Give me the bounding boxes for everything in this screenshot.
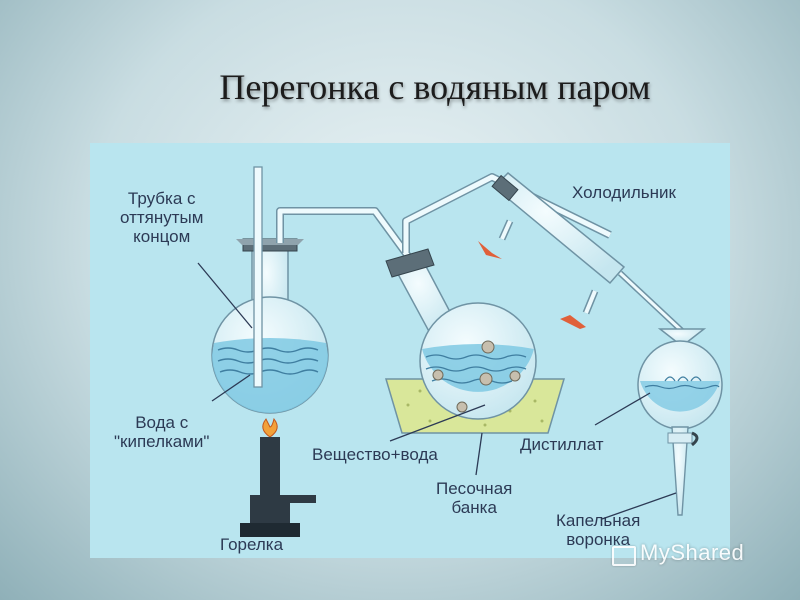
distillation-diagram: Трубка с оттянутым концом Холодильник Во… <box>90 143 730 558</box>
condenser-label: Холодильник <box>572 183 676 202</box>
water-in-arrow <box>478 241 502 259</box>
condenser <box>491 171 685 334</box>
slide-title: Перегонка с водяным паром <box>219 67 651 107</box>
watermark: MyShared <box>612 540 744 566</box>
watermark-text: MyShared <box>640 540 745 565</box>
burner-label: Горелка <box>220 535 284 554</box>
dropping-funnel <box>637 328 723 516</box>
steam-generator-flask <box>211 238 329 414</box>
safety-tube <box>253 166 263 388</box>
sand-bath-label: Песочная банка <box>436 479 513 517</box>
substance-label: Вещество+вода <box>312 445 438 464</box>
dropping-funnel-label: Капельная воронка <box>556 511 641 549</box>
water-label: Вода с "кипелками" <box>114 413 210 451</box>
leader-lines <box>197 262 677 520</box>
apparatus-drawing <box>197 166 723 537</box>
tube-label: Трубка с оттянутым концом <box>120 189 204 246</box>
presentation-icon <box>612 546 636 566</box>
burner <box>240 417 316 537</box>
distillation-flask <box>385 248 537 420</box>
distillate-label: Дистиллат <box>520 435 604 454</box>
water-out-arrow <box>560 315 586 329</box>
